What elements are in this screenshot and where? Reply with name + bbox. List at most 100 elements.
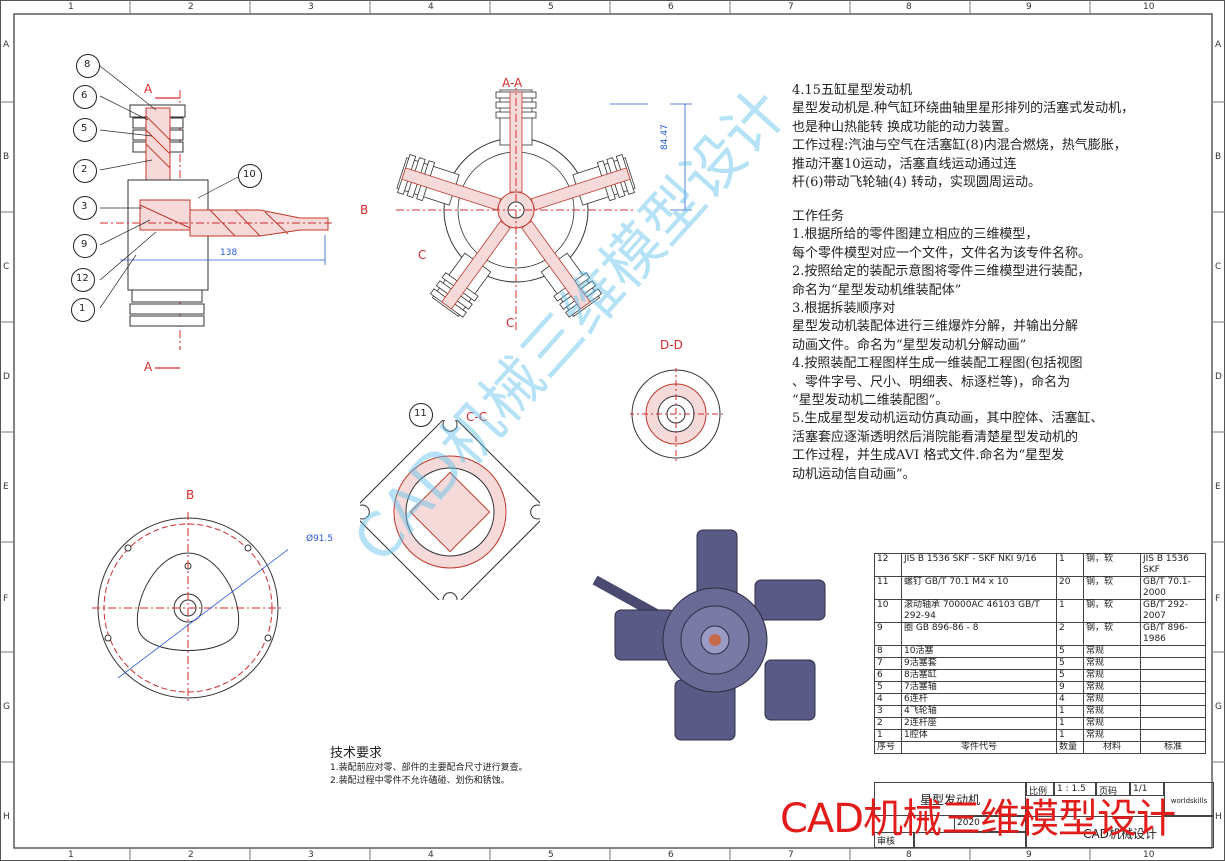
cut-label-a-bottom: A	[144, 360, 153, 374]
col-label: 10	[1143, 850, 1155, 860]
description-line: 星型发动机是.种气缸环绕曲轴里星形排列的活塞式发动机，	[792, 101, 1135, 117]
col-label: 5	[548, 850, 554, 860]
col-label: 5	[548, 2, 554, 12]
description-line: 4.按照装配工程图样生成一维装配工程图(包括视图	[792, 356, 1083, 372]
bom-cell-standard: GB/T 70.1-2000	[1140, 576, 1206, 600]
description-line: 1.根据所给的零件图建立相应的三维模型，	[792, 227, 1039, 243]
description-line: 命名为“星型发动机维装配体”	[792, 282, 962, 298]
page-label: 页码	[1099, 787, 1118, 797]
page-value: 1/1	[1133, 784, 1148, 794]
bom-cell-qty: 4	[1056, 693, 1084, 706]
row-label: B	[1215, 152, 1222, 162]
page-value-cell: 1/1	[1130, 782, 1164, 796]
balloon-1	[71, 298, 95, 322]
bom-header-qty: 数量	[1056, 741, 1084, 754]
page-label-cell: 页码	[1096, 782, 1130, 797]
bom-cell-no: 8	[874, 645, 902, 658]
side-section-view	[99, 65, 335, 369]
section-dd-label: D-D	[660, 338, 683, 352]
balloon-12-label: 12	[76, 273, 89, 284]
bom-cell-code: JIS B 1536 SKF - SKF NKI 9/16	[901, 553, 1057, 577]
col-label: 8	[906, 2, 912, 12]
description-line: 2.按照给定的装配示意图将零件三维模型进行装配，	[792, 264, 1091, 280]
description-line: 、零件字号、尺小、明细表、标逐栏等)，命名为	[792, 374, 1071, 390]
watermark-red: CAD机械三维模型设计	[780, 796, 1176, 842]
bom-cell-no: 12	[874, 553, 902, 577]
section-aa-label: A-A	[502, 76, 523, 90]
cut-label-b: B	[360, 203, 369, 217]
bom-cell-standard: GB/T 292-2007	[1140, 599, 1206, 623]
scale-value: 1 : 1.5	[1057, 784, 1086, 794]
description-line: 动机运动信自动画”。	[792, 466, 916, 482]
bom-cell-no: 2	[874, 717, 902, 730]
col-label: 2	[188, 2, 194, 12]
bom-cell-standard	[1140, 681, 1206, 694]
bom-cell-code: 圈 GB 896-86 - 8	[901, 622, 1057, 646]
engine-3d-render	[592, 529, 826, 741]
bom-cell-code: 9活塞套	[901, 657, 1057, 670]
bom-cell-code: 7活塞轴	[901, 681, 1057, 694]
balloon-9	[73, 234, 97, 258]
row-label: H	[3, 812, 10, 822]
row-label: G	[1215, 702, 1222, 712]
description-line: “星型发动机二维装配图”。	[792, 393, 949, 408]
bom-cell-code: 1腔体	[901, 729, 1057, 742]
bom-cell-standard	[1140, 693, 1206, 706]
bom-cell-qty: 1	[1056, 705, 1084, 718]
col-label: 4	[428, 2, 434, 12]
row-label: A	[3, 40, 10, 50]
company-name: CAD机械设计	[1083, 827, 1157, 841]
bom-cell-qty: 1	[1056, 599, 1084, 623]
section-cc-label: C-C	[466, 410, 488, 424]
bom-cell-qty: 1	[1056, 717, 1084, 730]
description-line: 5.生成星型发动机运动仿真动画，其中腔体、活塞缸、	[792, 411, 1104, 427]
description-line: 工作任务	[792, 209, 845, 224]
description-line: 杆(6)带动飞轮轴(4) 转动，实现圆周运动。	[792, 175, 1041, 190]
bom-cell-no: 1	[874, 729, 902, 742]
row-label: B	[3, 152, 10, 162]
col-label: 7	[788, 850, 794, 860]
bom-header-code: 零件代号	[901, 741, 1057, 754]
row-label: A	[1215, 40, 1222, 50]
row-label: C	[3, 262, 10, 272]
col-label: 3	[308, 850, 314, 860]
bom-cell-code: 滚动轴承 70000AC 46103 GB/T 292-94	[901, 599, 1057, 623]
bom-header-material: 材料	[1083, 741, 1141, 754]
bom-cell-code: 4飞轮轴	[901, 705, 1057, 718]
worldskills-logo: worldskills	[1170, 797, 1208, 805]
bom-cell-material: 常规	[1083, 705, 1141, 718]
col-label: 6	[668, 850, 674, 860]
description-line: 3.根据拆装顺序对	[792, 301, 896, 316]
view-b	[92, 512, 288, 704]
description-line: 4.15五缸星型发动机	[792, 83, 912, 98]
bom-cell-code: 10活塞	[901, 645, 1057, 658]
bom-cell-material: 钢，软	[1083, 553, 1141, 577]
row-label: C	[1215, 262, 1222, 272]
title-block: 星型发动机 比例 1 : 1.5 页码 1/1 worldskills 2020…	[874, 782, 1214, 848]
dim-length: 138	[220, 248, 238, 258]
cut-label-c-right: C	[506, 316, 515, 330]
year: 2020	[957, 818, 980, 828]
bom-cell-qty: 20	[1056, 576, 1084, 600]
bom-cell-standard	[1140, 657, 1206, 670]
drawing-title: 星型发动机	[919, 793, 980, 807]
row-label: E	[3, 482, 9, 492]
section-cc-view	[360, 420, 540, 600]
description-line: 每个零件模型对应一个文件，文件名为该专件名称。	[792, 245, 1092, 261]
section-aa-view	[395, 88, 648, 330]
review-label: 审核	[877, 837, 896, 847]
bom-cell-qty: 1	[1056, 553, 1084, 577]
col-label: 6	[668, 2, 674, 12]
bom-cell-material: 常规	[1083, 693, 1141, 706]
balloon-9-label: 9	[81, 239, 88, 250]
bom-cell-material: 常规	[1083, 729, 1141, 742]
bom-cell-material: 钢，软	[1083, 576, 1141, 600]
scale-value-cell: 1 : 1.5	[1054, 782, 1096, 796]
bom-cell-code: 2连杆座	[901, 717, 1057, 730]
bom-cell-material: 常规	[1083, 717, 1141, 730]
